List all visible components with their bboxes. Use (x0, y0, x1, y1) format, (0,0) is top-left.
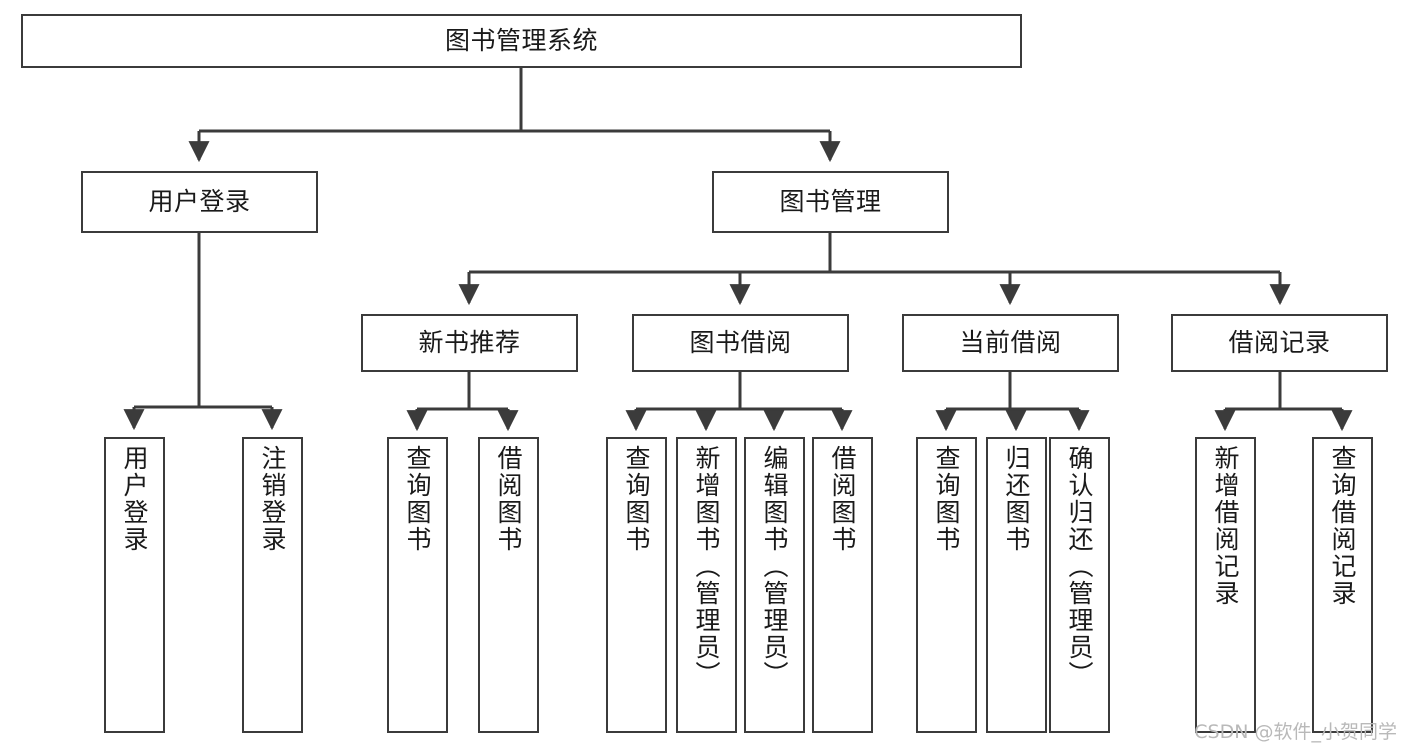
node-label: 查询借阅记录 (1328, 445, 1357, 607)
node-user-login[interactable]: 用户登录 (81, 171, 318, 233)
leaf-user-login-logout[interactable]: 注销登录 (242, 437, 303, 733)
node-label: 用户登录 (148, 186, 251, 216)
node-root-system[interactable]: 图书管理系统 (21, 14, 1022, 68)
leaf-borrow-edit-book-admin[interactable]: 编辑图书（管理员） (744, 437, 805, 733)
node-label: 查询图书 (622, 445, 651, 553)
node-new-book-recommend[interactable]: 新书推荐 (361, 314, 578, 372)
node-label: 注销登录 (258, 445, 287, 553)
leaf-records-query-record[interactable]: 查询借阅记录 (1312, 437, 1373, 733)
node-label: 归还图书 (1002, 445, 1031, 553)
leaf-borrow-query-book[interactable]: 查询图书 (606, 437, 667, 733)
leaf-user-login-login[interactable]: 用户登录 (104, 437, 165, 733)
node-label: 当前借阅 (959, 327, 1062, 357)
leaf-records-add-record[interactable]: 新增借阅记录 (1195, 437, 1256, 733)
node-label: 查询图书 (932, 445, 961, 553)
node-label: 新增图书（管理员） (692, 445, 721, 688)
leaf-borrow-borrow-book[interactable]: 借阅图书 (812, 437, 873, 733)
node-label: 图书管理 (779, 186, 882, 216)
node-label: 用户登录 (120, 445, 149, 553)
node-label: 查询图书 (403, 445, 432, 553)
node-label: 借阅记录 (1228, 327, 1331, 357)
leaf-current-return-book[interactable]: 归还图书 (986, 437, 1047, 733)
leaf-current-confirm-return-admin[interactable]: 确认归还（管理员） (1049, 437, 1110, 733)
node-label: 借阅图书 (494, 445, 523, 553)
node-label: 借阅图书 (828, 445, 857, 553)
leaf-borrow-add-book-admin[interactable]: 新增图书（管理员） (676, 437, 737, 733)
node-label: 新增借阅记录 (1211, 445, 1240, 607)
node-book-borrow[interactable]: 图书借阅 (632, 314, 849, 372)
node-label: 编辑图书（管理员） (760, 445, 789, 688)
node-current-borrow[interactable]: 当前借阅 (902, 314, 1119, 372)
leaf-recommend-borrow-book[interactable]: 借阅图书 (478, 437, 539, 733)
node-borrow-records[interactable]: 借阅记录 (1171, 314, 1388, 372)
node-label: 图书管理系统 (444, 25, 598, 55)
node-label: 确认归还（管理员） (1065, 445, 1094, 688)
node-book-management[interactable]: 图书管理 (712, 171, 949, 233)
node-label: 新书推荐 (418, 327, 521, 357)
leaf-recommend-query-book[interactable]: 查询图书 (387, 437, 448, 733)
node-label: 图书借阅 (689, 327, 792, 357)
leaf-current-query-book[interactable]: 查询图书 (916, 437, 977, 733)
